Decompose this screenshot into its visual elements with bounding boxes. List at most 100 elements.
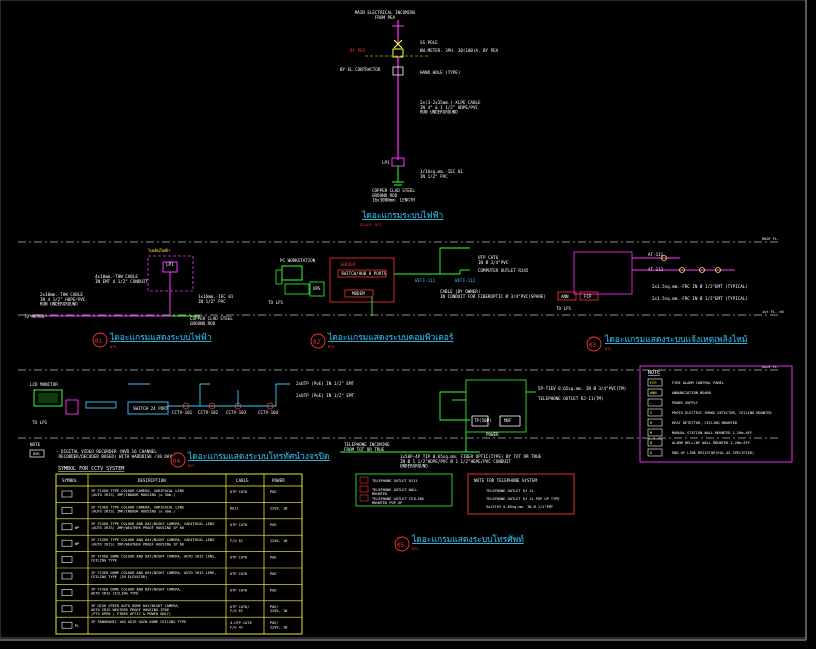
fire-legend-symbol-icon <box>647 438 663 447</box>
by-contractor-label: BY EL.CONTRACTOR <box>340 67 381 72</box>
table-cable: UTP CAT6 <box>230 556 247 560</box>
tel-cable1: 5P-TIEV 0.65sq.mm. IN Ø 3/4"PVC(TM) <box>538 386 626 391</box>
fire-legend-sym: Ω <box>650 451 653 455</box>
kwh-meter-label: KW.METER. 3PH. 30(100)A. BY PEA <box>420 48 499 53</box>
server-rack <box>329 257 395 303</box>
fire-legend-symbol-icon <box>647 388 663 397</box>
first-level-label: 1st FL. ±0 <box>762 310 784 314</box>
cam-label-3: CCTV-103 <box>226 410 247 415</box>
tel-green-legend <box>355 473 453 507</box>
computer-diagram: PC WORKSTATION SERVER SWITCH/HUB 8 PORTS… <box>268 247 546 349</box>
hand-hole-symbol <box>392 66 404 76</box>
lp1-panel-label: LP1 <box>166 262 174 267</box>
section-05-sub: NTS <box>412 547 419 551</box>
table-desc: IP FIXED DOME COLOUR AND DAY/NIGHT CAMER… <box>91 587 182 595</box>
section-01-title: ไดอะแกรมแสดงระบบไฟฟ้า <box>109 332 212 343</box>
table-desc: IP FIXED TYPE COLOUR AND DAY/NIGHT CAMER… <box>91 522 214 530</box>
hand-hole-label: HAND HOLE (TYPE) <box>420 70 460 75</box>
nvr-box <box>85 401 117 409</box>
wifi2-label: WIFI-112 <box>455 278 476 283</box>
fcp-box <box>579 291 599 301</box>
ss-pole-label: SS.POLE <box>420 40 438 45</box>
fire-legend-sym: S <box>650 411 652 415</box>
main-title-sub: SCALE: NTS <box>360 223 382 227</box>
switch-box <box>337 269 387 278</box>
table-power: POE <box>270 572 277 576</box>
to-meter-label: TO METER <box>24 314 45 319</box>
camera-symbol-icon <box>61 539 73 547</box>
by-pea-label: BY PEA <box>350 48 366 53</box>
fire-legend-sym: H <box>650 421 652 425</box>
ss-pole-symbol <box>393 39 403 49</box>
table-power: 220V, 1Ø <box>270 538 288 543</box>
section-04-title: ไดอะแกรมแสดงระบบโทรทัศน์วงจรปิด <box>187 451 329 462</box>
roof2-level-label: ROOF FL. <box>762 365 779 369</box>
fire-label2: AT-112 <box>648 267 664 272</box>
tel-legend-title: NOTE FOR TELEPHONE SYSTEM <box>474 478 538 483</box>
tel-legend-items: TELEPHONE OUTLET RJ 11 TELEPHONE OUTLET R… <box>486 489 560 509</box>
section-04-sub: NTS <box>188 464 195 468</box>
model-space-frame <box>0 0 807 639</box>
cctv-symbol-table: SYMBOL FOR CCTV SYSTEM SYMBOL DESCRIPTIO… <box>55 466 303 635</box>
mdf-box <box>499 415 521 427</box>
fire-to-lp: TO LP1 <box>556 306 572 311</box>
tel-outlet-icon <box>359 485 369 493</box>
fire-legend-symbol-icon <box>647 418 663 427</box>
section-04-num: 04 <box>173 458 181 465</box>
tel-green-legend-item: TELEPHONE OUTLET RJ11 <box>372 479 417 483</box>
camera-symbol-icon <box>61 523 73 531</box>
section-01-sub: NTS <box>110 345 117 349</box>
fire-cable1: 2x1.5sq.mm.-FRC IN Ø 1/2"EMT (TYPICAL) <box>652 284 748 289</box>
table-header-symbol: SYMBOL <box>62 478 78 483</box>
telephone-diagram: TP(50P) MDF 5P-TIEV 0.65sq.mm. IN Ø 3/4"… <box>340 379 626 552</box>
table-cable: F/O 6C <box>230 539 243 543</box>
fiber-cable-note: CABLE (BY OWNER)IN CONDUIT FOR FIBEROPTI… <box>440 289 546 299</box>
fire-riser-box <box>573 251 633 295</box>
lcd-monitor <box>33 389 63 407</box>
section-05-title: ไดอะแกรมแสดงระบบโทรศัพท์ <box>411 534 524 545</box>
table-power: POE <box>270 588 277 592</box>
table-cable: UTP CAT6 <box>230 572 247 576</box>
fire-legend-text: ANNUNCIATION BOARD <box>672 391 711 395</box>
table-header-cable: CABLE <box>236 478 249 483</box>
section-02-num: 02 <box>313 339 321 346</box>
fire-legend-text: POWER SUPPLY <box>672 401 699 405</box>
pc-label: PC WORKSTATION <box>280 258 316 263</box>
ups-box <box>309 281 325 297</box>
section-02-circle <box>310 333 326 349</box>
fire-legend-sym: ANN <box>650 391 657 395</box>
tel-legend-item: TELEPHONE OUTLET RJ 11 <box>486 489 534 493</box>
table-header-power: POWER <box>272 478 285 483</box>
tel-legend-item: TELEPHONE OUTLET RJ 11 POP UP TYPE <box>486 497 560 501</box>
section-02-title: ไดอะแกรมแสดงระบบคอมพิวเตอร์ <box>327 332 454 343</box>
fire-legend-title: NOTE <box>648 370 660 376</box>
table-power: 220V, 1Ø <box>270 505 288 510</box>
cctv-switch-box <box>127 401 169 415</box>
fire-legend-text: END OF LINE RESISTOR(EOL AS SPECIFIED) <box>672 451 754 455</box>
table-desc: IP FIXED DOME COLOUR AND DAY/NIGHT CAMER… <box>91 571 217 579</box>
camera-symbol-icon <box>61 572 73 580</box>
camera-symbol-icon <box>61 556 73 563</box>
fire-legend-text: PHOTO ELECTRIC SMOKE DETECTOR, CEILING M… <box>672 411 772 415</box>
table-cable: UTP CAT6 <box>230 523 247 527</box>
fire-legend-symbol-icon <box>647 408 663 417</box>
table-desc: IP FIXED DOME COLOUR AND DAY/NIGHT CAMER… <box>91 555 217 563</box>
section-03-circle <box>586 336 602 352</box>
table-header-desc: DESCRIPTION <box>138 478 166 483</box>
section-04-circle <box>170 452 186 468</box>
modem-label: MODEM <box>352 291 365 296</box>
cctv-cable2: 2xUTP (PoE) IN 1/2" EMT <box>296 393 354 398</box>
fire-legend-sym: B <box>650 441 652 445</box>
ups-label: UPS <box>313 286 321 291</box>
